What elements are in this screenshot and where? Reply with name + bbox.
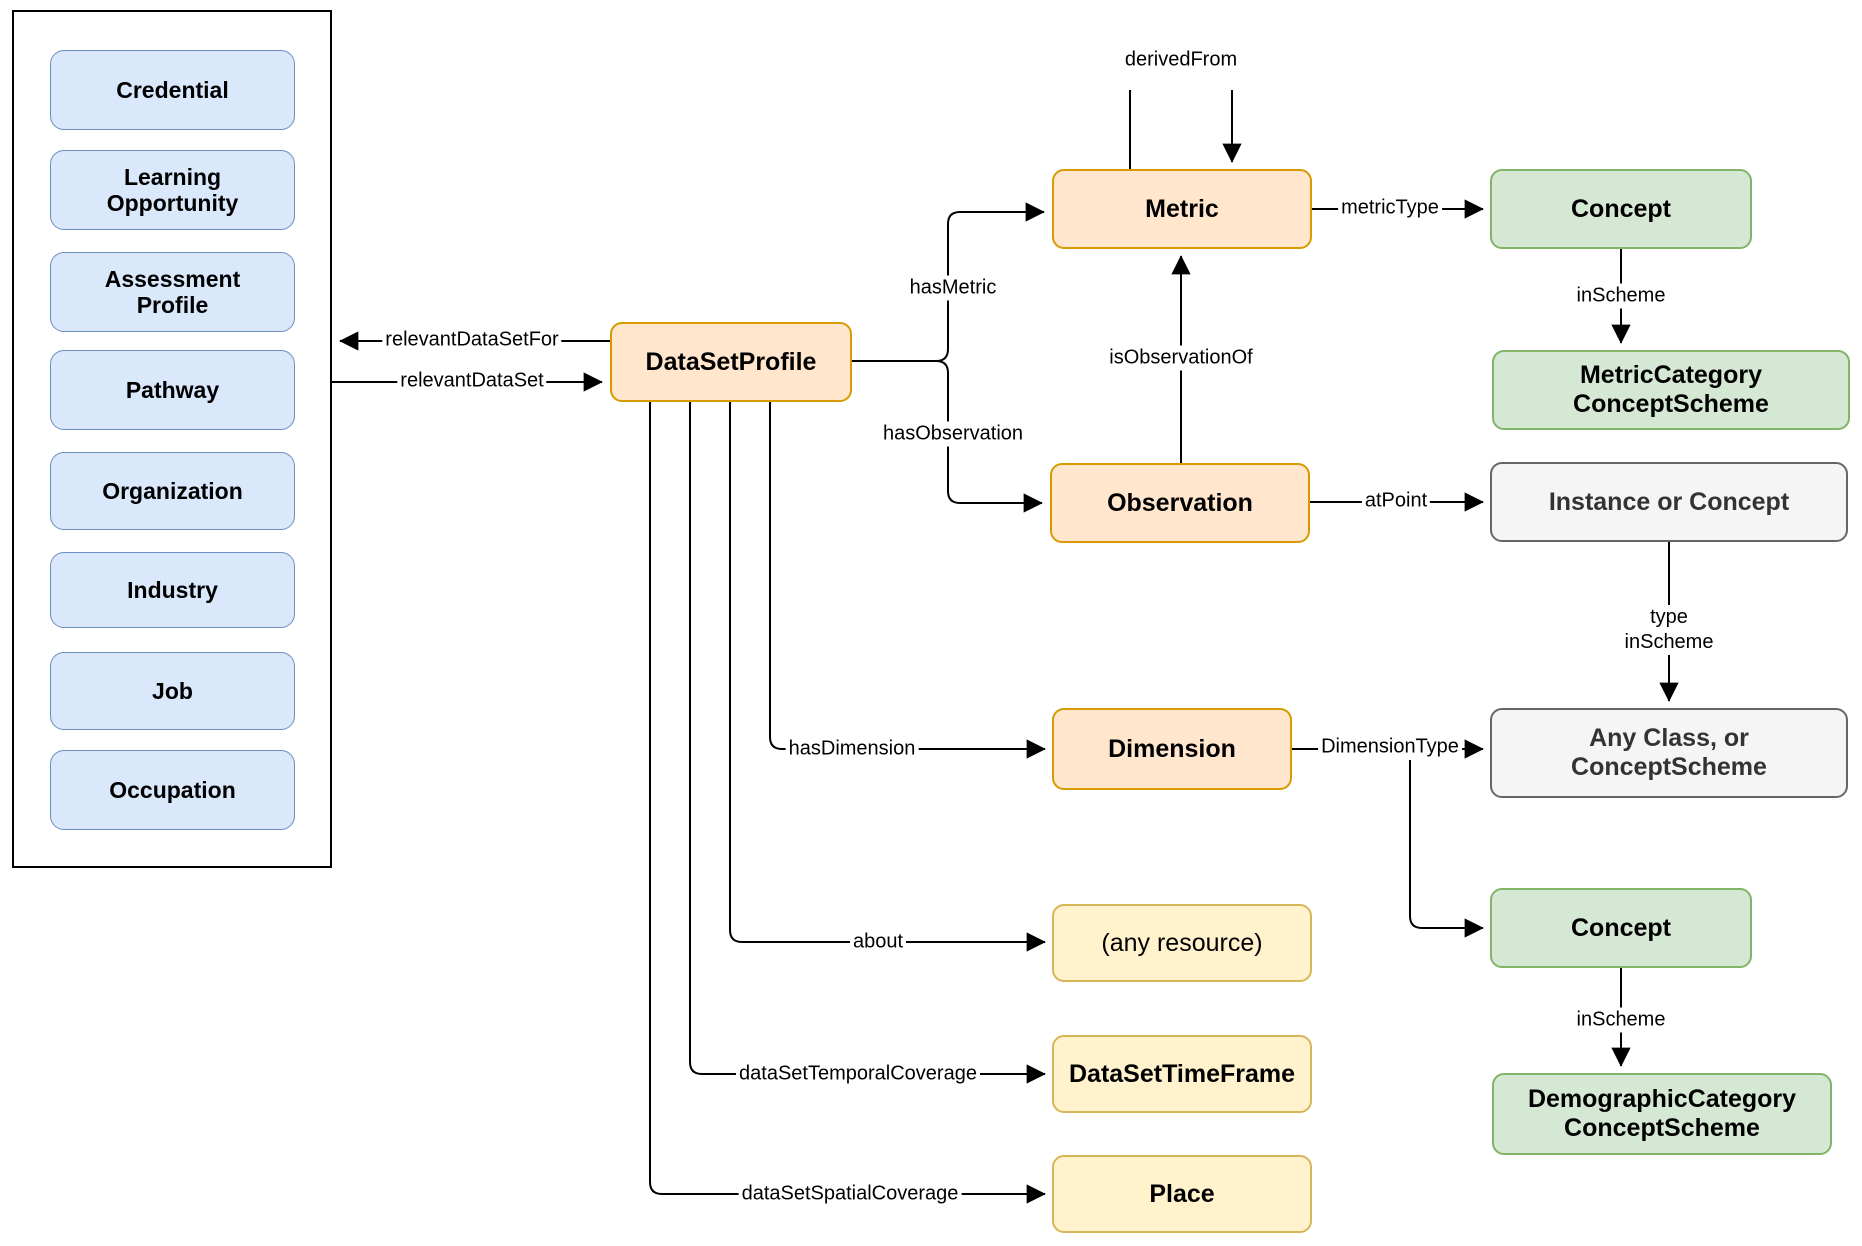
edge-label-has-observation: hasObservation (879, 421, 1027, 447)
node-job: Job (50, 652, 295, 730)
node-instance-or-concept: Instance or Concept (1490, 462, 1848, 542)
node-learning-opportunity: Learning Opportunity (50, 150, 295, 230)
edge-label-dataset-spatial-coverage: dataSetSpatialCoverage (738, 1181, 962, 1207)
node-assessment-profile: Assessment Profile (50, 252, 295, 332)
edge-label-relevant-dataset-for: relevantDataSetFor (382, 327, 562, 353)
entity-panel (12, 10, 332, 868)
node-organization: Organization (50, 452, 295, 530)
edge-label-metric-type: metricType (1338, 195, 1442, 221)
node-dimension: Dimension (1052, 708, 1292, 790)
node-metric: Metric (1052, 169, 1312, 249)
edge-label-is-observation-of: isObservationOf (1106, 345, 1256, 371)
edge-label-has-dimension: hasDimension (785, 736, 919, 762)
edge-label-dimension-type: DimensionType (1318, 734, 1462, 760)
node-observation: Observation (1050, 463, 1310, 543)
edge-label-in-scheme-bottom: inScheme (1573, 1007, 1669, 1033)
node-concept-bottom: Concept (1490, 888, 1752, 968)
edge-label-dataset-temporal-coverage: dataSetTemporalCoverage (736, 1061, 980, 1087)
node-occupation: Occupation (50, 750, 295, 830)
node-place: Place (1052, 1155, 1312, 1233)
edge-label-about: about (849, 929, 907, 955)
edge-label-relevant-dataset: relevantDataSet (397, 368, 547, 394)
node-any-resource: (any resource) (1052, 904, 1312, 982)
node-dataset-time-frame: DataSetTimeFrame (1052, 1035, 1312, 1113)
node-credential: Credential (50, 50, 295, 130)
node-pathway: Pathway (50, 350, 295, 430)
node-demographic-category-concept-scheme: DemographicCategory ConceptScheme (1492, 1073, 1832, 1155)
node-industry: Industry (50, 552, 295, 628)
edge-label-in-scheme-top: inScheme (1573, 283, 1669, 309)
node-metric-category-concept-scheme: MetricCategory ConceptScheme (1492, 350, 1850, 430)
node-dataset-profile: DataSetProfile (610, 322, 852, 402)
node-concept-top: Concept (1490, 169, 1752, 249)
edge-label-at-point: atPoint (1361, 488, 1431, 514)
node-any-class-or-concept-scheme: Any Class, or ConceptScheme (1490, 708, 1848, 798)
edge-label-derived-from: derivedFrom (1121, 47, 1241, 73)
edge-label-type-in-scheme: type inScheme (1621, 605, 1717, 655)
edge-label-has-metric: hasMetric (906, 275, 1000, 301)
